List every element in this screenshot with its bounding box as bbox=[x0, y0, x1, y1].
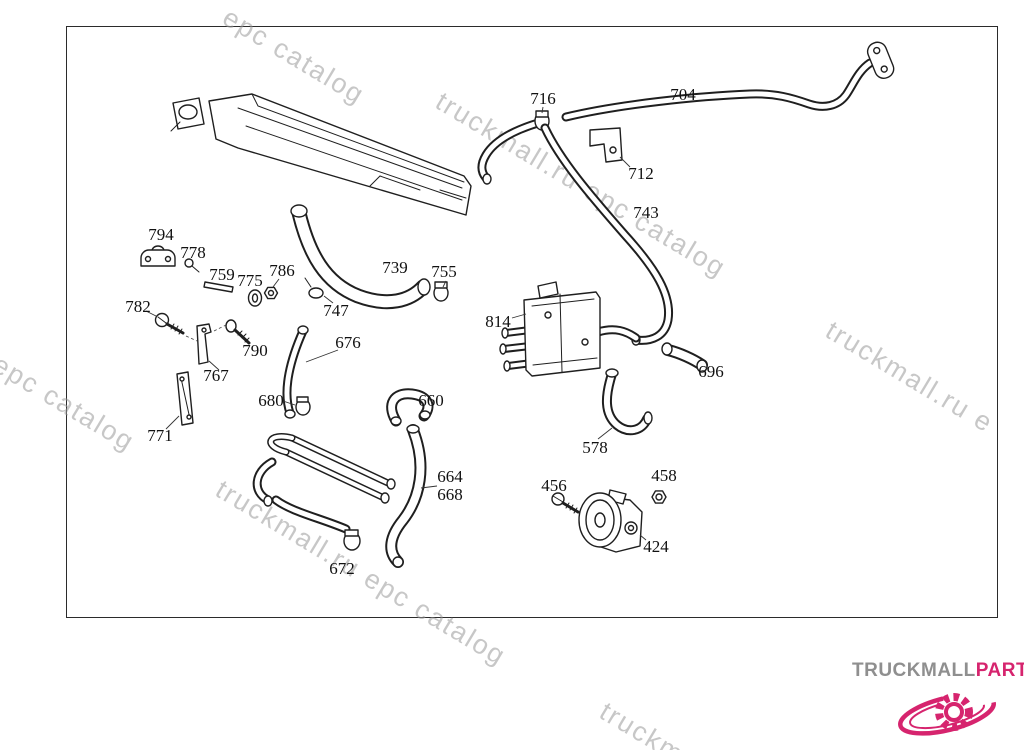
leader-lines bbox=[323, 280, 447, 304]
part-label-716: 716 bbox=[530, 89, 556, 108]
part-label-775: 775 bbox=[237, 271, 263, 290]
logo-text: TRUCKMALLPARTS bbox=[852, 660, 1024, 682]
part-label-578: 578 bbox=[582, 438, 608, 457]
part-label-790: 790 bbox=[242, 341, 268, 360]
part-label-778: 778 bbox=[180, 243, 206, 262]
gear-swoosh-icon bbox=[898, 692, 996, 736]
hose-578-drawing bbox=[597, 368, 653, 440]
part-label-755: 755 bbox=[431, 262, 457, 281]
screw-782-drawing bbox=[145, 310, 198, 342]
assembly-814-drawing bbox=[499, 281, 636, 377]
hose-660-drawing bbox=[391, 394, 430, 425]
pipe-bundle-drawing bbox=[257, 437, 396, 529]
logo-text-gray: TRUCKMALL bbox=[852, 660, 976, 681]
bolt-456-drawing bbox=[551, 492, 580, 514]
part-label-782: 782 bbox=[125, 297, 151, 316]
part-label-786: 786 bbox=[269, 261, 295, 280]
part-label-739: 739 bbox=[382, 258, 408, 277]
logo-text-accent: PARTS bbox=[975, 660, 1024, 681]
bracket-767-drawing bbox=[196, 323, 220, 371]
part-label-672: 672 bbox=[329, 559, 355, 578]
grommet-775-drawing bbox=[247, 289, 263, 307]
expansion-tank-drawing bbox=[170, 93, 472, 216]
part-label-660: 660 bbox=[418, 391, 444, 410]
part-label-743: 743 bbox=[633, 203, 659, 222]
pipe-704-drawing bbox=[482, 41, 895, 185]
bracket-712-drawing bbox=[589, 127, 631, 168]
fitting-747-drawing bbox=[304, 277, 324, 299]
part-label-696: 696 bbox=[698, 362, 724, 381]
part-label-814: 814 bbox=[485, 312, 511, 331]
part-label-456: 456 bbox=[541, 476, 567, 495]
diagram-frame bbox=[66, 26, 998, 618]
part-label-794: 794 bbox=[148, 225, 174, 244]
clamp-755-drawing bbox=[433, 281, 449, 302]
part-label-712: 712 bbox=[628, 164, 654, 183]
clamp-794-drawing bbox=[140, 245, 176, 267]
part-label-759: 759 bbox=[209, 265, 235, 284]
clamp-672-drawing bbox=[343, 529, 361, 551]
nut-458-drawing bbox=[651, 490, 667, 504]
part-label-668: 668 bbox=[437, 485, 463, 504]
screw-790-drawing bbox=[213, 319, 251, 345]
part-778-drawing bbox=[184, 258, 200, 273]
part-label-676: 676 bbox=[335, 333, 361, 352]
housing-424-drawing bbox=[578, 489, 647, 553]
part-label-704: 704 bbox=[670, 85, 696, 104]
nut-786-drawing bbox=[263, 278, 280, 300]
part-label-747: 747 bbox=[323, 301, 349, 320]
part-label-664: 664 bbox=[437, 467, 463, 486]
hose-664-668-drawing bbox=[391, 425, 438, 567]
hose-696-drawing bbox=[661, 342, 707, 373]
part-label-458: 458 bbox=[651, 466, 677, 485]
hose-676-drawing bbox=[285, 325, 339, 419]
truckmall-logo: TRUCKMALLPARTS bbox=[852, 660, 1024, 736]
clamp-680-drawing bbox=[282, 396, 311, 416]
pin-759-drawing bbox=[203, 281, 234, 293]
part-label-771: 771 bbox=[147, 426, 173, 445]
part-label-680: 680 bbox=[258, 391, 284, 410]
hose-739-drawing bbox=[290, 204, 431, 302]
strip-771-drawing bbox=[165, 371, 194, 430]
part-label-424: 424 bbox=[643, 537, 669, 556]
part-label-767: 767 bbox=[203, 366, 229, 385]
